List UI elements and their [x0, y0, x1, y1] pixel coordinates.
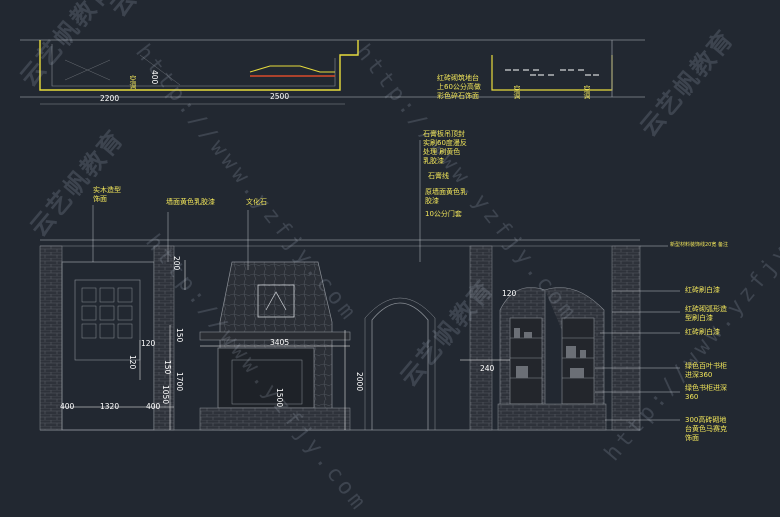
- plan-dim-400: 400: [150, 70, 159, 85]
- callout-gypsum-line: 石膏线: [428, 172, 449, 180]
- plan-ac-label: 空调: [513, 85, 521, 99]
- elevation-view: [39, 140, 680, 431]
- callout-mosaic-platform: 300高砖砌地 台黄色马赛克 饰面: [685, 416, 727, 442]
- dim-cabinet-240: 240: [480, 364, 495, 373]
- dim-200-top: 200: [172, 256, 181, 271]
- dim-1700: 1700: [175, 372, 184, 392]
- callout-wall-paint: 原墙面黄色乳 胶漆: [425, 188, 467, 205]
- callout-wood-panel: 实木造型 饰面: [93, 186, 121, 203]
- plan-dim-2500: 2500: [270, 92, 290, 101]
- dim-1050: 1050: [161, 385, 170, 405]
- dim-150-b: 150: [163, 360, 172, 375]
- callout-brick-white-1: 红砖刷白漆: [685, 286, 720, 294]
- callout-trim-line: 新型材料装饰线20宽 备注: [670, 242, 728, 248]
- dim-arch-2000: 2000: [355, 372, 364, 392]
- callout-door-frame: 10公分门套: [425, 210, 462, 218]
- dim-fireplace-3405: 3405: [270, 338, 290, 347]
- plan-radiators: [505, 69, 599, 76]
- dim-1500: 1500: [275, 388, 284, 408]
- callout-raised-platform: 红砖砌筑地台 上60公分高做 彩色碎石饰面: [437, 74, 481, 100]
- callout-brick-white-2: 红砖刷白漆: [685, 328, 720, 336]
- dim-120-vertical: 120: [128, 355, 137, 370]
- callout-louver-cabinet: 绿色百叶书柜 进深360: [685, 362, 727, 379]
- plan-ac-label: 空调: [583, 85, 591, 99]
- plan-dim-2200: 2200: [100, 94, 120, 103]
- dim-left-400: 400: [60, 402, 75, 411]
- dim-150-a: 150: [175, 328, 184, 343]
- callout-culture-stone: 文化石: [246, 198, 267, 206]
- callout-green-cabinet: 绿色书柜进深 360: [685, 384, 727, 401]
- dim-120-left: 120: [141, 339, 156, 348]
- callout-gypsum-ceiling: 石膏板吊顶封 实刷60度漫反 处理 刷黄色 乳胶漆: [423, 130, 467, 165]
- dim-door-1320: 1320: [100, 402, 120, 411]
- plan-view-top: [20, 39, 645, 105]
- dim-right-400: 400: [146, 402, 161, 411]
- cad-drawing-canvas: [20, 39, 680, 431]
- dim-cabinet-120: 120: [502, 289, 517, 298]
- plan-ac-label: 空调: [129, 75, 137, 89]
- callout-wall-yellow-paint: 墙面黄色乳胶漆: [166, 198, 215, 206]
- callout-brick-arch: 红砖砌弧形造 型刷白漆: [685, 305, 727, 322]
